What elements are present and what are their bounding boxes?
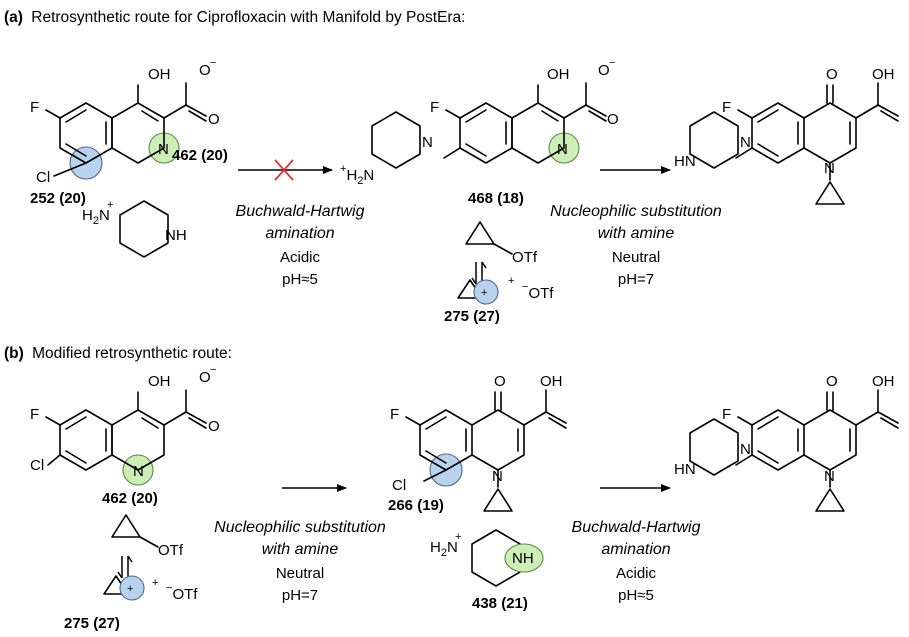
svg-text:Cl: Cl [392, 477, 406, 494]
svg-text:O: O [826, 373, 838, 390]
svg-text:O: O [826, 66, 838, 83]
svg-text:OH: OH [872, 66, 895, 83]
atom-cl: Cl [36, 169, 50, 186]
svg-text:amination: amination [265, 225, 334, 242]
svg-text:N: N [740, 134, 751, 151]
svg-text:F: F [722, 99, 731, 116]
svg-text:HN: HN [674, 461, 696, 478]
otf-anion: −OTf [522, 281, 554, 302]
svg-text:O: O [199, 369, 211, 386]
svg-text:OH: OH [547, 66, 570, 83]
a-cyclopropyl-cation: + [457, 279, 499, 305]
svg-text:with amine: with amine [598, 225, 675, 242]
label-468: 468 (18) [468, 190, 524, 207]
svg-text:pH=7: pH=7 [618, 271, 654, 288]
svg-text:O: O [208, 418, 220, 435]
svg-text:+: + [127, 583, 133, 595]
svg-text:O: O [607, 111, 619, 128]
svg-text:with amine: with amine [262, 541, 339, 558]
atom-n: N [158, 141, 169, 158]
panel-a-starting-material [45, 82, 207, 180]
svg-text:F: F [390, 406, 399, 423]
panel-a-product-ciprofloxacin [735, 82, 899, 181]
svg-text:F: F [30, 406, 39, 423]
atom-oh: OH [148, 66, 171, 83]
a-int-piperazine [371, 111, 421, 169]
label-252: 252 (20) [30, 190, 86, 207]
panel-a-intermediate [443, 82, 607, 164]
label-275-b: 275 (27) [64, 615, 120, 632]
svg-text:HN: HN [674, 153, 696, 170]
svg-text:Neutral: Neutral [612, 249, 660, 266]
svg-text:N: N [824, 468, 835, 485]
panel-a-title: (a) Retrosynthetic route for Ciprofloxac… [4, 9, 465, 26]
svg-text:OTf: OTf [512, 249, 538, 266]
reagent-nh: NH [165, 227, 187, 244]
svg-text:O: O [598, 62, 610, 79]
label-462-b: 462 (20) [102, 490, 158, 507]
label-275-a: 275 (27) [444, 308, 500, 325]
svg-text:+: + [107, 199, 113, 211]
svg-text:pH≈5: pH≈5 [618, 587, 654, 604]
svg-text:OH: OH [540, 373, 563, 390]
svg-text:Acidic: Acidic [280, 249, 321, 266]
svg-text:O: O [494, 373, 506, 390]
svg-text:pH=7: pH=7 [282, 587, 318, 604]
svg-text:Acidic: Acidic [616, 565, 657, 582]
svg-text:Neutral: Neutral [276, 565, 324, 582]
svg-text:+: + [455, 531, 461, 543]
svg-text:OH: OH [872, 373, 895, 390]
svg-text:N: N [740, 441, 751, 458]
svg-text:pH≈5: pH≈5 [282, 271, 318, 288]
atom-o-minus: O [199, 62, 211, 79]
panel-b-title: (b) Modified retrosynthetic route: [4, 345, 232, 362]
reagent-h2n: H2N [82, 207, 110, 227]
plus-h2n: +H2N [340, 163, 374, 187]
svg-text:Nucleophilic substitution: Nucleophilic substitution [214, 519, 386, 536]
b-cyclopropyl-otf [111, 514, 159, 548]
svg-text:Nucleophilic substitution: Nucleophilic substitution [550, 203, 722, 220]
atom-o: O [208, 111, 220, 128]
panel-b-starting-material [45, 389, 207, 486]
panel-a-piperazine-reagent [119, 200, 169, 258]
panel-b-intermediate [405, 389, 567, 488]
svg-text:H2N: H2N [430, 539, 458, 559]
svg-text:Cl: Cl [30, 457, 44, 474]
svg-text:N: N [824, 160, 835, 177]
svg-text:OH: OH [148, 373, 171, 390]
svg-text:−: − [609, 57, 615, 69]
svg-text:F: F [430, 99, 439, 116]
svg-text:−: − [210, 57, 216, 69]
label-462: 462 (20) [172, 147, 228, 164]
svg-text:OTf: OTf [158, 542, 184, 559]
label-266: 266 (19) [388, 497, 444, 514]
svg-text:N: N [422, 134, 433, 151]
svg-text:F: F [722, 406, 731, 423]
svg-text:−OTf: −OTf [166, 582, 198, 603]
svg-text:N: N [133, 463, 144, 480]
b-cyclopropyl-cation: + [103, 575, 145, 601]
panel-b-piperazine-reagent [471, 529, 544, 587]
svg-text:N: N [492, 468, 503, 485]
svg-text:amination: amination [601, 541, 670, 558]
svg-text:+: + [508, 275, 514, 287]
failed-step-x [274, 159, 294, 181]
svg-text:+: + [481, 287, 487, 299]
svg-text:NH: NH [512, 550, 534, 567]
svg-text:Buchwald-Hartwig: Buchwald-Hartwig [572, 519, 701, 536]
equilibrium-arrows-b [117, 555, 133, 579]
label-438: 438 (21) [472, 595, 528, 612]
panel-b-product-ciprofloxacin [735, 389, 899, 488]
a-cyclopropyl-otf [465, 221, 513, 255]
svg-text:N: N [557, 141, 568, 158]
a-step1-name: Buchwald-Hartwig [236, 203, 365, 220]
svg-text:+: + [152, 577, 158, 589]
atom-f: F [30, 99, 39, 116]
svg-text:−: − [210, 364, 216, 376]
